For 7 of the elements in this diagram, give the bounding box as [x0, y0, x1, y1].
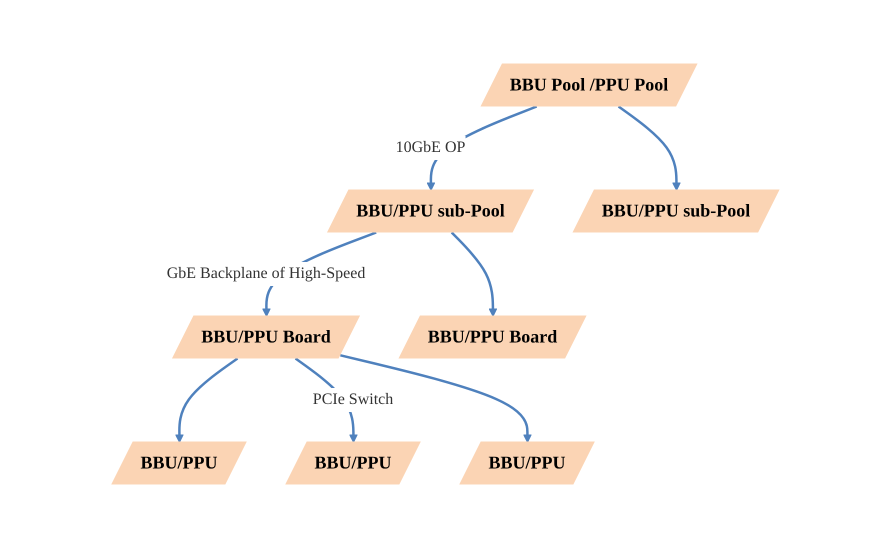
- arrow: [450, 232, 498, 317]
- edge-label: PCIe Switch: [312, 390, 394, 408]
- arrow: [175, 357, 238, 443]
- edge-label: 10GbE OP: [396, 138, 466, 156]
- arrow: [340, 354, 532, 443]
- edge-label: GbE Backplane of High-Speed: [166, 264, 366, 282]
- arrow: [618, 105, 681, 191]
